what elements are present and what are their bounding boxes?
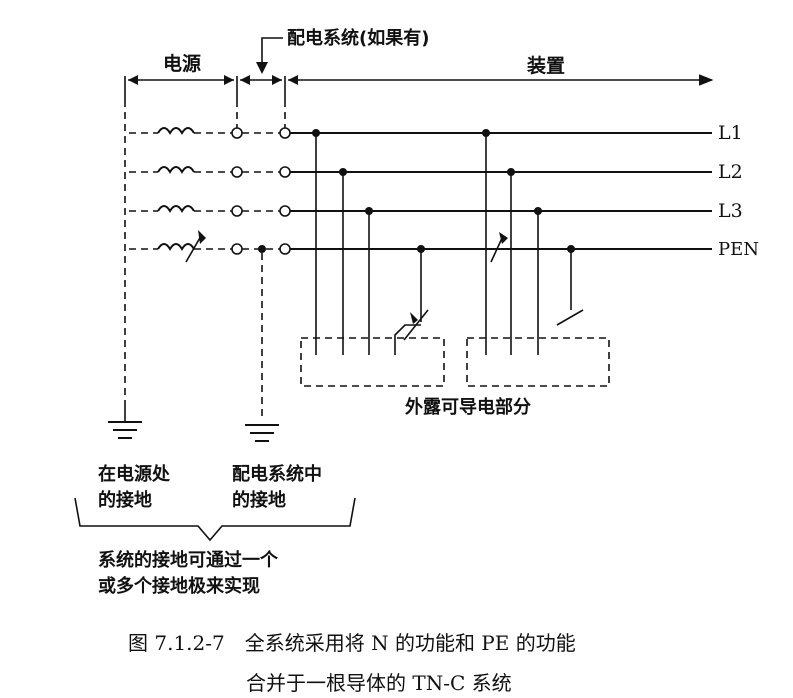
distribution-system-pointer: [256, 37, 283, 74]
equipment-left-frame: [300, 337, 445, 387]
source-earth-caption-line1: 在电源处: [98, 463, 171, 485]
figure-caption-line2: 合并于一根导体的 TN-C 系统: [246, 671, 512, 695]
label-PEN: PEN: [718, 239, 759, 260]
conductors: [290, 132, 712, 250]
earth-symbol-distribution: [245, 424, 279, 442]
figure-caption-line1: 图 7.1.2-7 全系统采用将 N 的功能和 PE 的功能: [128, 631, 576, 655]
grouping-bracket: [74, 497, 356, 542]
source-windings: [129, 127, 234, 263]
section-dimension-line: [124, 74, 714, 100]
note-line2: 或多个接地极来实现: [98, 575, 260, 597]
terminals: [231, 127, 291, 255]
exposed-parts-label: 外露可导电部分: [405, 396, 531, 418]
source-earth-caption-line2: 的接地: [98, 489, 152, 511]
label-L2: L2: [718, 161, 743, 183]
label-L1: L1: [718, 122, 743, 144]
equipment-left: [300, 129, 445, 387]
power-source-label: 电源: [163, 52, 201, 75]
equipment-right: [466, 129, 610, 387]
dist-earth-caption-line1: 配电系统中: [232, 463, 322, 485]
distribution-system-label: 配电系统(如果有): [287, 27, 429, 49]
label-L3: L3: [718, 200, 743, 222]
note-line1: 系统的接地可通过一个: [98, 549, 279, 571]
earth-symbol-source: [108, 400, 142, 439]
installation-label: 装置: [526, 54, 565, 77]
dist-earth-caption-line2: 的接地: [232, 489, 286, 511]
